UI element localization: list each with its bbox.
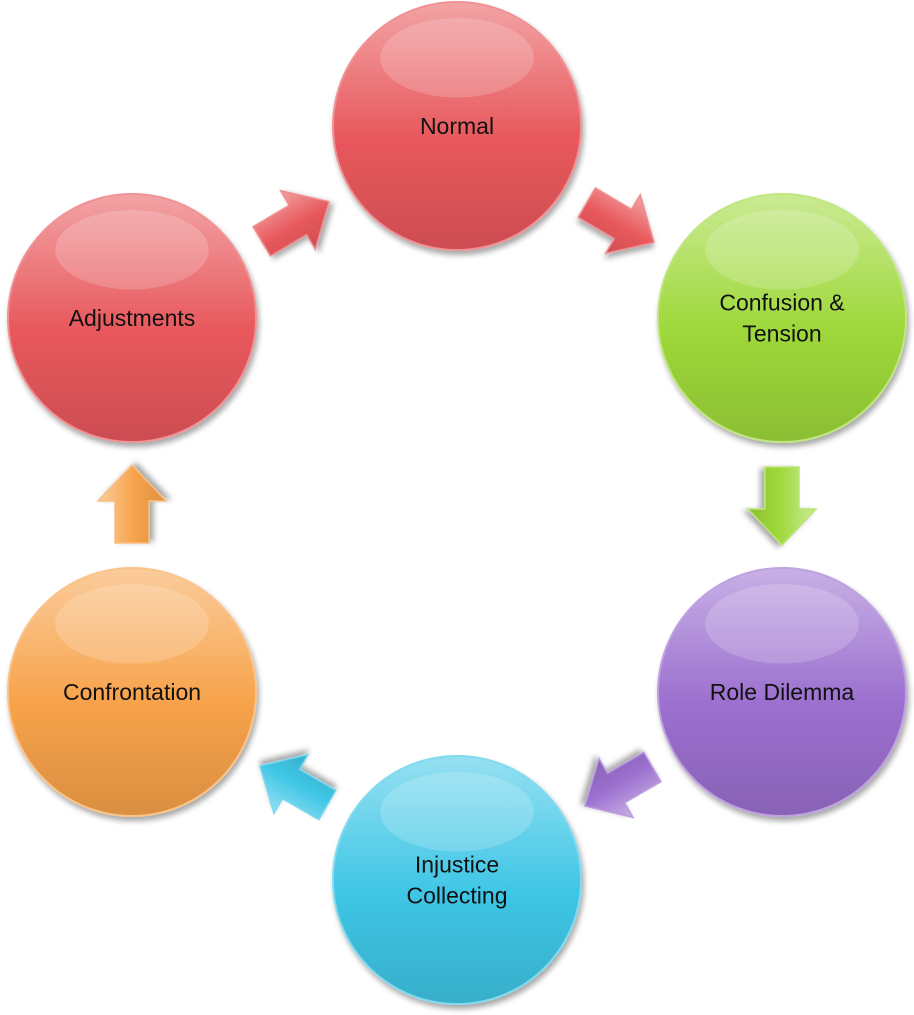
arrows-layer [96,187,818,821]
node-confrontation: Confrontation [7,567,257,817]
node-role-dilemma: Role Dilemma [657,567,907,817]
node-highlight [705,210,859,290]
node-label-adjustments: Adjustments [69,305,196,331]
node-adjustments: Adjustments [7,193,257,443]
arrow-shape [252,189,330,257]
arrow-injustice-collecting-to-confrontation [258,753,337,821]
node-label-injustice-collecting: Collecting [407,883,508,909]
arrow-shape [577,187,655,255]
node-circle-adjustments [7,193,257,443]
node-highlight [55,584,209,664]
node-circle-confusion-tension [657,193,907,443]
node-label-confusion-tension: Confusion & [719,290,844,316]
node-confusion-tension: Confusion & Tension [657,193,907,443]
node-label-confrontation: Confrontation [63,679,201,705]
node-highlight [380,772,534,852]
node-label-normal: Normal [420,113,494,139]
node-label-role-dilemma: Role Dilemma [710,679,855,705]
node-circle-confrontation [7,567,257,817]
node-label-confusion-tension: Tension [742,321,821,347]
arrow-role-dilemma-to-injustice-collecting [583,751,662,819]
node-normal: Normal [332,1,582,251]
arrow-adjustments-to-normal [252,189,330,257]
node-circle-injustice-collecting [332,755,582,1005]
arrow-shape [258,753,337,821]
arrow-shape [96,463,168,544]
node-highlight [55,210,209,290]
node-highlight [380,18,534,98]
arrow-confrontation-to-adjustments [96,463,168,544]
arrow-normal-to-confusion-tension [577,187,655,255]
node-label-injustice-collecting: Injustice [415,852,499,878]
arrow-shape [746,466,818,547]
node-circle-normal [332,1,582,251]
node-highlight [705,584,859,664]
arrow-shape [583,751,662,819]
node-circle-role-dilemma [657,567,907,817]
arrow-confusion-tension-to-role-dilemma [746,466,818,547]
